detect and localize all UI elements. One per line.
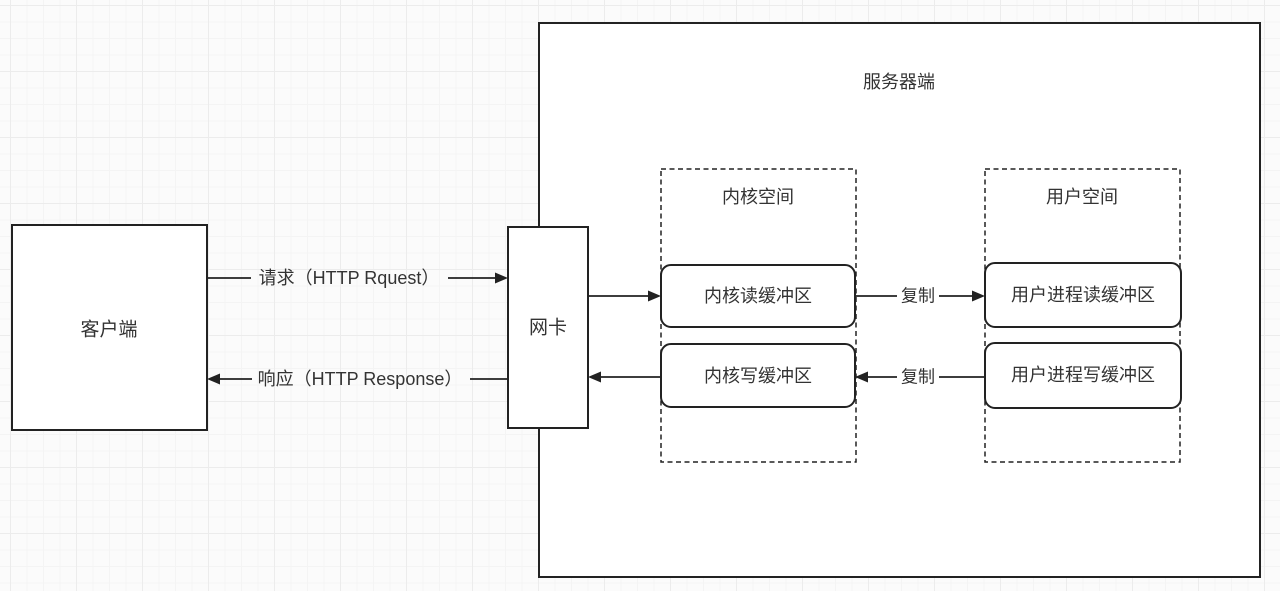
network-card-rect bbox=[507, 226, 589, 429]
nic-to-kernel-read-arrow bbox=[588, 290, 661, 302]
copy-write-label: 复制 bbox=[901, 368, 935, 387]
kernel-read-buffer-label: 内核读缓冲区 bbox=[704, 286, 812, 306]
kernel-write-buffer-box bbox=[660, 343, 856, 408]
user-read-buffer-box bbox=[984, 262, 1182, 328]
network-card-label: 网卡 bbox=[529, 317, 567, 339]
kernel-space-title: 内核空间 bbox=[722, 187, 794, 207]
nic-to-kernel-read-arrowhead-icon bbox=[648, 290, 661, 302]
kernel-write-to-nic-arrow bbox=[588, 371, 661, 383]
server-title: 服务器端 bbox=[863, 72, 935, 92]
copy-read-arrowhead-icon bbox=[972, 290, 985, 302]
request-label: 请求（HTTP Rquest） bbox=[259, 268, 440, 288]
copy-write-arrow: 复制 bbox=[855, 368, 985, 387]
request-arrowhead-icon bbox=[495, 272, 508, 284]
client-box-rect bbox=[11, 224, 208, 431]
request-arrow: 请求（HTTP Rquest） bbox=[207, 268, 508, 288]
kernel-space-region: 内核空间 内核读缓冲区 内核写缓冲区 bbox=[660, 168, 857, 463]
kernel-write-to-nic-arrowhead-icon bbox=[588, 371, 601, 383]
network-card-box: 网卡 bbox=[507, 226, 589, 429]
user-read-buffer-label: 用户进程读缓冲区 bbox=[1011, 285, 1155, 305]
copy-read-arrow: 复制 bbox=[855, 287, 985, 306]
client-box: 客户端 bbox=[11, 224, 208, 431]
user-write-buffer-label: 用户进程写缓冲区 bbox=[1011, 365, 1155, 385]
response-arrowhead-icon bbox=[207, 373, 220, 385]
kernel-write-buffer-label: 内核写缓冲区 bbox=[704, 366, 812, 386]
client-label: 客户端 bbox=[80, 319, 137, 341]
response-label: 响应（HTTP Response） bbox=[258, 369, 463, 389]
copy-read-label: 复制 bbox=[901, 287, 935, 306]
response-arrow: 响应（HTTP Response） bbox=[207, 369, 508, 389]
copy-write-arrowhead-icon bbox=[855, 371, 868, 383]
user-write-buffer-box bbox=[984, 342, 1182, 409]
user-space-title: 用户空间 bbox=[1046, 187, 1118, 207]
user-space-region: 用户空间 用户进程读缓冲区 用户进程写缓冲区 bbox=[984, 168, 1182, 463]
